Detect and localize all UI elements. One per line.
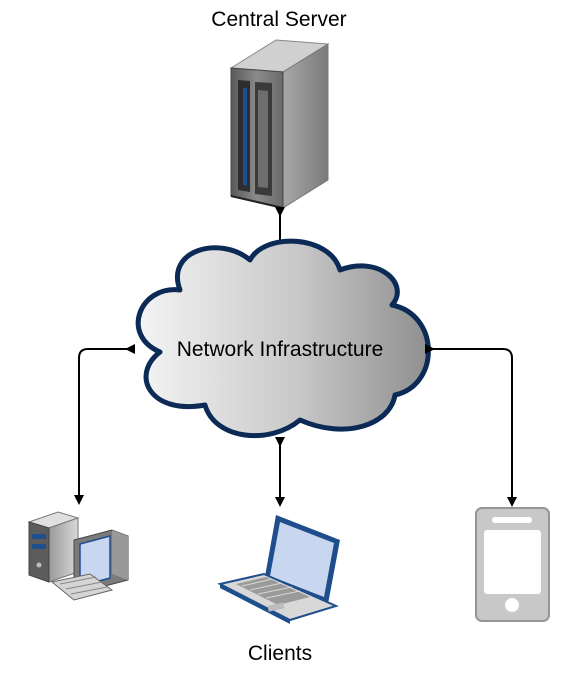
cloud-phone-arrow bbox=[425, 344, 517, 507]
cloud-desktop-arrow bbox=[74, 344, 135, 505]
network-infrastructure-label: Network Infrastructure bbox=[176, 338, 384, 361]
server-rack-icon bbox=[229, 39, 330, 209]
mobile-phone-icon bbox=[475, 507, 550, 622]
clients-label: Clients bbox=[247, 642, 313, 665]
central-server-label: Central Server bbox=[211, 8, 347, 31]
laptop-icon bbox=[217, 515, 340, 624]
cloud-icon bbox=[135, 238, 431, 439]
desktop-computer-icon bbox=[27, 511, 129, 601]
